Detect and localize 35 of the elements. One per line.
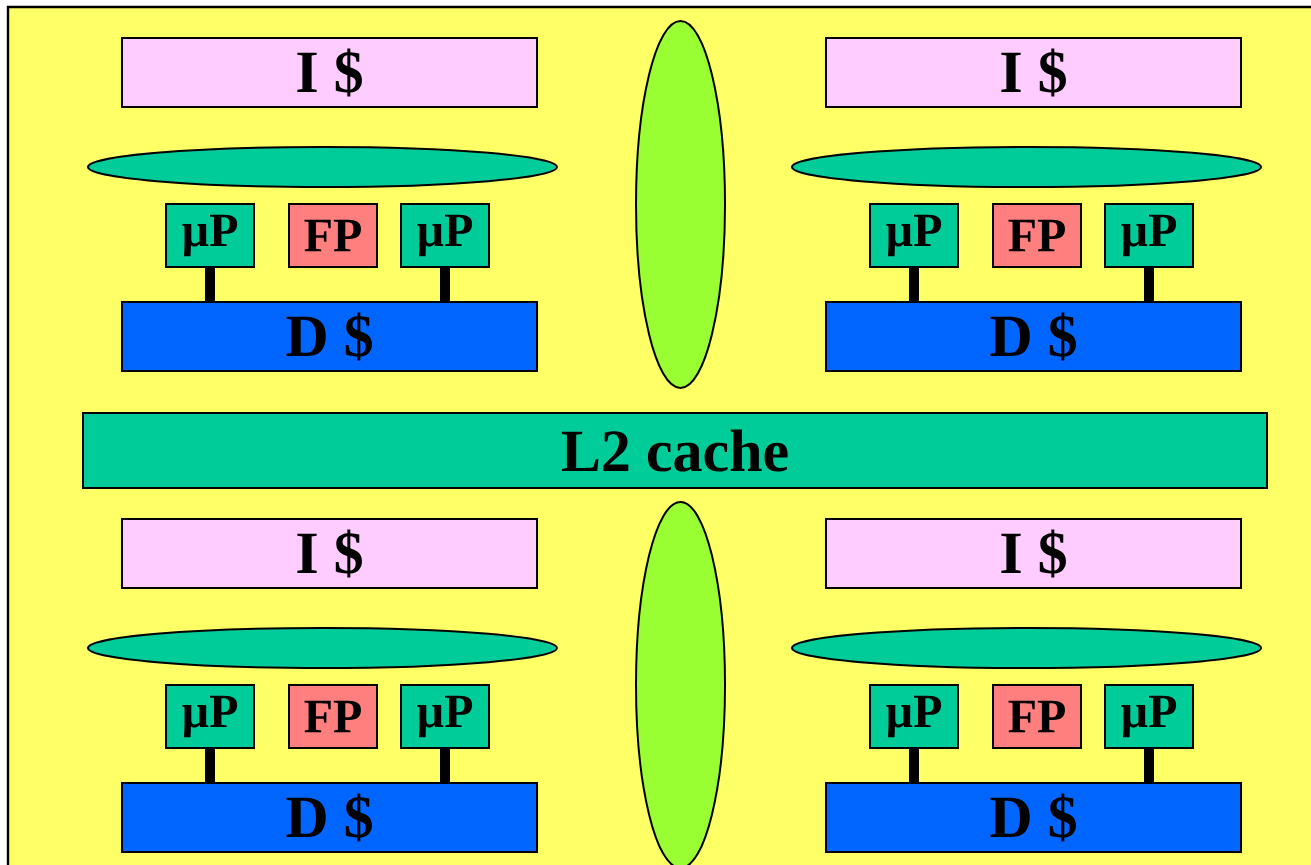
data-cache-box: D $ — [121, 301, 538, 372]
l2-cache-box: L2 cache — [82, 412, 1268, 489]
bus-ellipse — [87, 627, 558, 669]
data-cache-box: D $ — [825, 782, 1242, 853]
processor-box: µP — [400, 203, 490, 268]
fpu-box: FP — [288, 203, 378, 268]
interconnect-ellipse — [635, 501, 726, 865]
processor-box: µP — [869, 684, 959, 749]
instruction-cache-box: I $ — [825, 37, 1242, 108]
processor-box: µP — [165, 684, 255, 749]
connector-line — [205, 268, 215, 301]
connector-line — [1144, 749, 1154, 782]
data-cache-box: D $ — [121, 782, 538, 853]
fpu-box: FP — [288, 684, 378, 749]
processor-box: µP — [1104, 684, 1194, 749]
connector-line — [440, 268, 450, 301]
interconnect-ellipse — [635, 20, 726, 389]
instruction-cache-box: I $ — [825, 518, 1242, 589]
connector-line — [909, 749, 919, 782]
bus-ellipse — [87, 146, 558, 188]
bus-ellipse — [791, 146, 1262, 188]
connector-line — [205, 749, 215, 782]
processor-box: µP — [165, 203, 255, 268]
fpu-box: FP — [992, 203, 1082, 268]
processor-box: µP — [400, 684, 490, 749]
connector-line — [440, 749, 450, 782]
bus-ellipse — [791, 627, 1262, 669]
instruction-cache-box: I $ — [121, 37, 538, 108]
data-cache-box: D $ — [825, 301, 1242, 372]
processor-box: µP — [869, 203, 959, 268]
fpu-box: FP — [992, 684, 1082, 749]
connector-line — [1144, 268, 1154, 301]
connector-line — [909, 268, 919, 301]
processor-box: µP — [1104, 203, 1194, 268]
instruction-cache-box: I $ — [121, 518, 538, 589]
